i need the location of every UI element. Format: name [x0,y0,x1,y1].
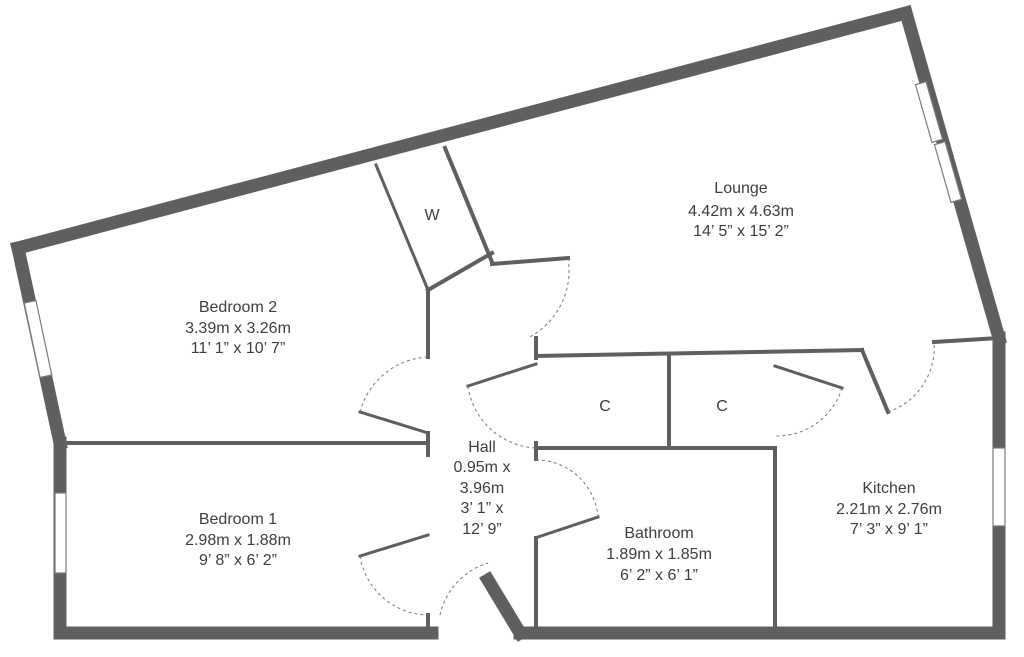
svg-text:3.96m: 3.96m [460,480,504,497]
window-lounge-1 [914,80,944,144]
svg-text:11’ 1” x 10’ 7”: 11’ 1” x 10’ 7” [191,340,286,357]
svg-text:Kitchen: Kitchen [862,480,915,497]
svg-text:14’ 5” x 15’ 2”: 14’ 5” x 15’ 2” [693,223,789,240]
room-label-hall: Hall 0.95m x 3.96m 3’ 1” x 12’ 9” [454,439,511,538]
svg-text:Bedroom 2: Bedroom 2 [199,299,277,316]
interior-walls [58,145,1002,635]
room-label-bathroom: Bathroom 1.89m x 1.85m 6’ 2” x 6’ 1” [606,525,712,584]
svg-text:Bathroom: Bathroom [624,525,693,542]
windows [23,80,1006,574]
svg-text:3’ 1” x: 3’ 1” x [461,500,504,517]
svg-text:2.21m x 2.76m: 2.21m x 2.76m [836,501,942,518]
room-label-wardrobe: W [424,207,440,224]
exterior-walls [10,4,1008,642]
window-kitchen [992,447,1006,527]
room-label-cupboard-1: C [599,398,611,415]
room-label-bedroom2: Bedroom 2 3.39m x 3.26m 11’ 1” x 10’ 7” [185,299,291,357]
svg-text:7’ 3” x 9’ 1”: 7’ 3” x 9’ 1” [850,521,928,538]
room-label-kitchen: Kitchen 2.21m x 2.76m 7’ 3” x 9’ 1” [836,480,942,538]
svg-text:4.42m x 4.63m: 4.42m x 4.63m [688,203,794,220]
svg-text:6’ 2” x 6’ 1”: 6’ 2” x 6’ 1” [620,567,698,584]
window-bedroom1 [54,492,67,574]
room-label-lounge: Lounge 4.42m x 4.63m 14’ 5” x 15’ 2” [688,180,794,240]
svg-text:Bedroom 1: Bedroom 1 [199,511,277,528]
window-lounge-2 [933,140,963,204]
svg-text:2.98m x 1.88m: 2.98m x 1.88m [185,532,291,549]
room-label-bedroom1: Bedroom 1 2.98m x 1.88m 9’ 8” x 6’ 2” [185,511,291,569]
svg-text:Lounge: Lounge [714,180,767,197]
svg-text:1.89m x 1.85m: 1.89m x 1.85m [606,546,712,563]
svg-text:9’ 8” x 6’ 2”: 9’ 8” x 6’ 2” [199,552,277,569]
window-bedroom2 [23,299,53,379]
room-label-cupboard-2: C [716,398,728,415]
svg-text:12’ 9”: 12’ 9” [462,521,501,538]
door-swings [359,257,935,616]
svg-text:3.39m x 3.26m: 3.39m x 3.26m [185,320,291,337]
svg-text:Hall: Hall [468,439,496,456]
svg-text:0.95m x: 0.95m x [454,459,511,476]
